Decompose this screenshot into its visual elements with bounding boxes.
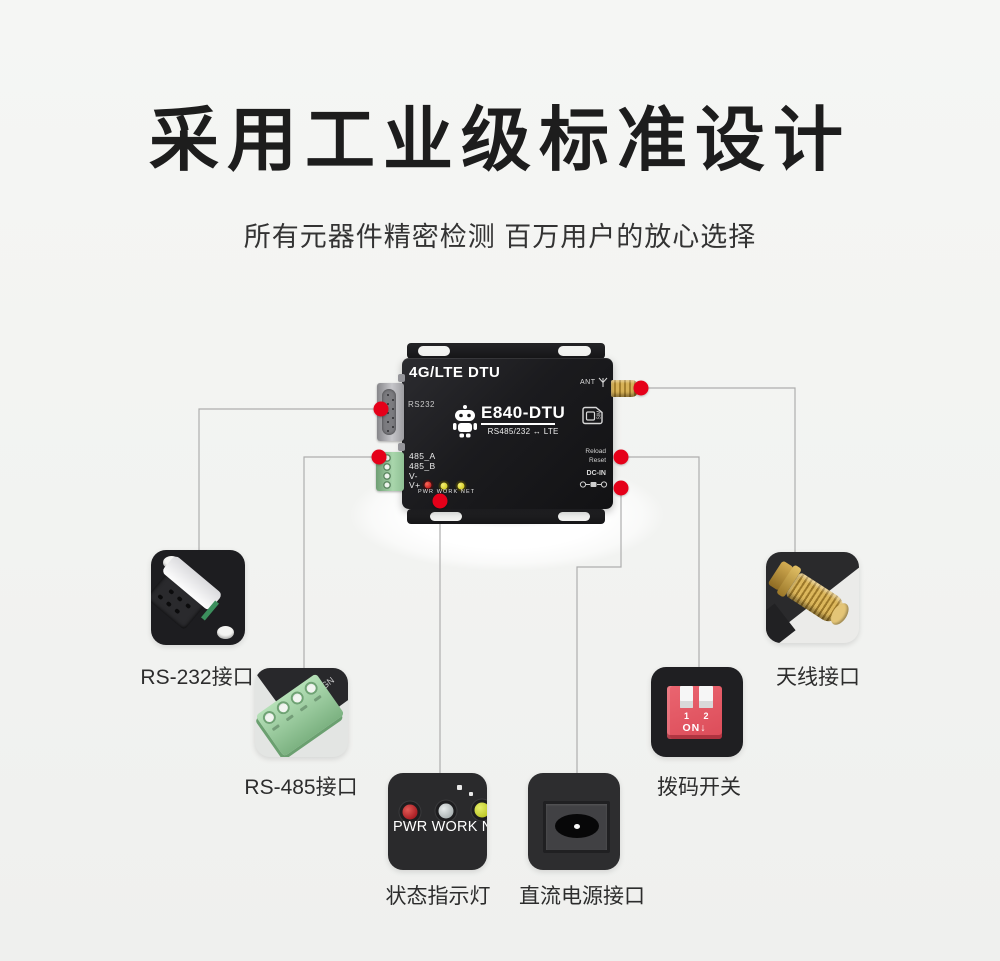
- terminal-pin-label: 485_A: [409, 451, 436, 461]
- callout-label-status: 状态指示灯: [385, 885, 491, 908]
- page-subtitle: 所有元器件精密检测 百万用户的放心选择: [243, 222, 757, 252]
- dip-switch-1: [680, 686, 693, 708]
- work-led-large: [438, 803, 454, 819]
- reflection-speck: [469, 792, 473, 796]
- mount-slot: [558, 346, 591, 356]
- page-title: 采用工业级标准设计: [149, 101, 851, 179]
- dot-rs485: [371, 449, 387, 465]
- callout-label-rs232: RS-232接口: [140, 666, 254, 689]
- brand-group: E840-DTU RS485/232 ↔ LTE: [452, 404, 565, 438]
- device-body: [402, 358, 613, 509]
- line-rs485: [303, 456, 379, 670]
- dot-power: [613, 480, 629, 496]
- pwr-led: [424, 481, 432, 489]
- callout-label-power: 直流电源接口: [519, 885, 645, 908]
- mount-slot: [430, 512, 462, 521]
- ant-label: ANT: [580, 379, 596, 386]
- device-led-caption: PWR WORK NET: [418, 489, 476, 495]
- dip-switch: 1 2 ON↓: [667, 686, 722, 739]
- robot-logo-icon: [453, 405, 477, 438]
- net-led-large: [474, 802, 487, 818]
- callout-box-rs485: GN V: [255, 668, 348, 757]
- callout-box-dip: 1 2 ON↓: [651, 667, 743, 757]
- status-led-caption: PWR WORK NET: [393, 819, 487, 835]
- terminal-pin-label: V+: [409, 480, 421, 490]
- line-antenna: [641, 387, 796, 554]
- reset-label: Reset: [589, 457, 606, 464]
- device-mode-line: RS485/232 ↔ LTE: [487, 427, 559, 436]
- line-power: [576, 488, 622, 777]
- antenna-symbol-icon: [598, 377, 607, 387]
- dot-dip: [613, 449, 629, 465]
- device-e840-dtu: 4G/LTE DTU RS232 E840-DTU RS485/232 ↔ LT…: [376, 338, 642, 528]
- svg-text:SIM: SIM: [597, 411, 603, 420]
- reload-reset-labels: Reload Reset: [562, 447, 606, 465]
- device-model: E840-DTU: [481, 403, 566, 422]
- callout-label-rs485: RS-485接口: [244, 776, 358, 799]
- sma-antenna-connector: [611, 380, 638, 397]
- callout-box-status: PWR WORK NET: [388, 773, 487, 870]
- callout-label-antenna: 天线接口: [776, 666, 860, 689]
- ant-label-group: ANT: [580, 377, 608, 388]
- db9-screw: [217, 626, 234, 639]
- dot-antenna: [633, 380, 649, 396]
- dc-jack-pin: [574, 824, 580, 829]
- dc-jack-icon: [579, 481, 608, 488]
- dcin-label: DC-IN: [586, 470, 606, 477]
- line-dip: [621, 456, 700, 669]
- mount-slot: [558, 512, 590, 521]
- work-led: [440, 482, 448, 490]
- callout-box-rs232: [151, 550, 245, 645]
- dot-status: [432, 493, 448, 509]
- line-rs232: [198, 408, 381, 552]
- brand-underline: [481, 423, 555, 425]
- mount-flange-top: [407, 343, 605, 359]
- reload-label: Reload: [585, 448, 606, 455]
- db9-screw-post: [398, 443, 405, 451]
- dip-number-2: 2: [703, 711, 709, 721]
- dot-rs232: [373, 401, 389, 417]
- device-top-label: 4G/LTE DTU: [409, 364, 501, 381]
- dip-number-1: 1: [683, 711, 689, 721]
- pwr-led-large: [402, 804, 418, 820]
- dip-on-label: ON↓: [682, 722, 707, 734]
- callout-box-antenna: [766, 552, 859, 643]
- callout-box-power: [528, 773, 620, 870]
- terminal-pin-label: 485_B: [409, 461, 436, 471]
- device-rs232-label: RS232: [408, 400, 435, 409]
- reflection-speck: [457, 785, 462, 790]
- net-led: [457, 482, 465, 490]
- sim-card-icon: SIM: [582, 406, 603, 425]
- callout-label-dip: 拨码开关: [657, 776, 741, 799]
- dip-switch-2: [699, 686, 713, 708]
- terminal-pin-label: V-: [409, 471, 418, 481]
- mount-slot: [418, 346, 450, 356]
- db9-screw-post: [398, 374, 405, 382]
